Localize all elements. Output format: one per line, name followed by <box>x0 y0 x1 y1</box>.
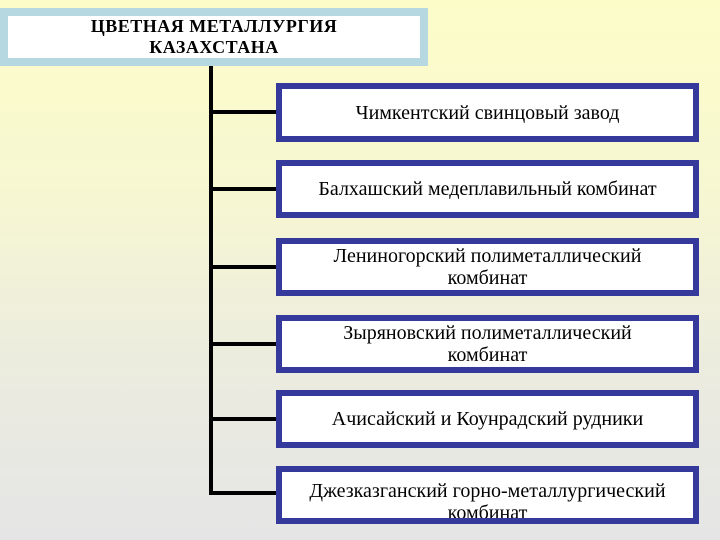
diagram-node-achisay-kounrad: Ачисайский и Коунрадский рудники <box>276 390 699 448</box>
diagram-node-label: Ачисайский и Коунрадский рудники <box>331 408 644 430</box>
diagram-node-label: Чимкентский свинцовый завод <box>355 101 620 124</box>
connector-branch-line-2 <box>211 187 277 191</box>
diagram-node-zyryanovsk: Зыряновский полиметаллический комбинат <box>276 315 699 373</box>
connector-branch-line-1 <box>211 110 277 114</box>
connector-branch-line-6 <box>211 491 277 495</box>
diagram-node-dzhezkazgan: Джезказганский горно-металлургический ко… <box>276 466 699 524</box>
connector-branch-line-3 <box>211 265 277 269</box>
diagram-node-chimkent: Чимкентский свинцовый завод <box>276 83 699 142</box>
diagram-node-label: Зыряновский полиметаллический комбинат <box>343 322 632 366</box>
diagram-node-label: Джезказганский горно-металлургический ко… <box>309 480 666 524</box>
diagram-title: ЦВЕТНАЯ МЕТАЛЛУРГИЯ КАЗАХСТАНА <box>90 16 338 57</box>
diagram-node-label: Лениногорский полиметаллический комбинат <box>333 245 642 289</box>
connector-trunk-line <box>209 66 213 495</box>
diagram-node-balkhash: Балхашский медеплавильный комбинат <box>276 160 699 218</box>
diagram-node-leninogorsk: Лениногорский полиметаллический комбинат <box>276 238 699 296</box>
diagram-title-box: ЦВЕТНАЯ МЕТАЛЛУРГИЯ КАЗАХСТАНА <box>0 8 428 66</box>
connector-branch-line-5 <box>211 417 277 421</box>
diagram-node-label: Балхашский медеплавильный комбинат <box>318 178 657 200</box>
connector-branch-line-4 <box>211 342 277 346</box>
